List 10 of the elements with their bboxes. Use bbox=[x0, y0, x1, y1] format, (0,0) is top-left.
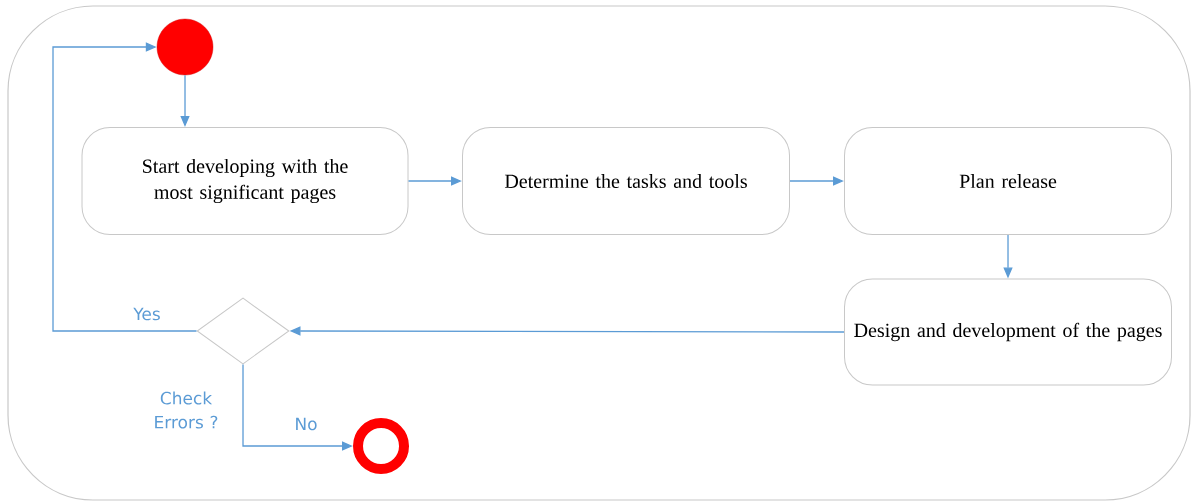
caption-text: Check Errors ? bbox=[155, 391, 218, 429]
end-ring bbox=[353, 418, 409, 474]
arrow bbox=[52, 42, 198, 332]
edge-label: Yes bbox=[131, 305, 163, 323]
activity-box: Design and development of the pages bbox=[844, 278, 1172, 386]
activity-box: Start developing with the most significant pages bbox=[81, 127, 409, 235]
activity-box: Determine the tasks and tools bbox=[462, 127, 790, 235]
activity-box: Plan release bbox=[844, 127, 1172, 235]
edge-label: No bbox=[292, 415, 320, 433]
start-dot bbox=[156, 18, 214, 76]
